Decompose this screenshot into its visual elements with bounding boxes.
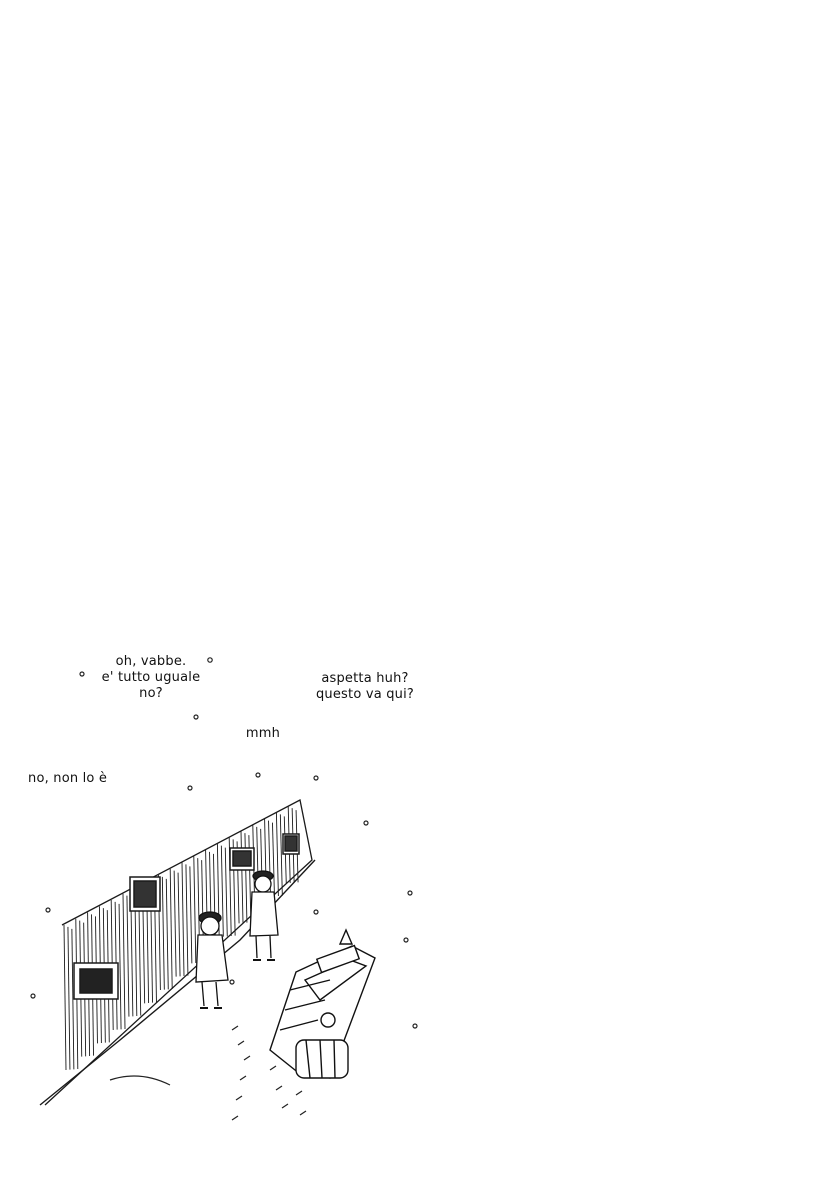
snow-vehicle — [269, 928, 376, 1079]
speech-caption-no: no, non lo è — [28, 771, 108, 786]
ac-units — [73, 833, 300, 1000]
speech-caption-aspetta: aspetta huh? questo va qui? — [315, 671, 415, 702]
alley-wall — [39, 799, 316, 1106]
speech-caption-vabbe: oh, vabbe. e' tutto uguale no? — [101, 654, 201, 701]
child-left — [195, 911, 229, 1009]
ground-tracks — [109, 1025, 307, 1121]
snowflakes — [30, 657, 418, 1029]
child-right — [249, 870, 279, 961]
speech-caption-mmh: mmh — [245, 726, 281, 741]
